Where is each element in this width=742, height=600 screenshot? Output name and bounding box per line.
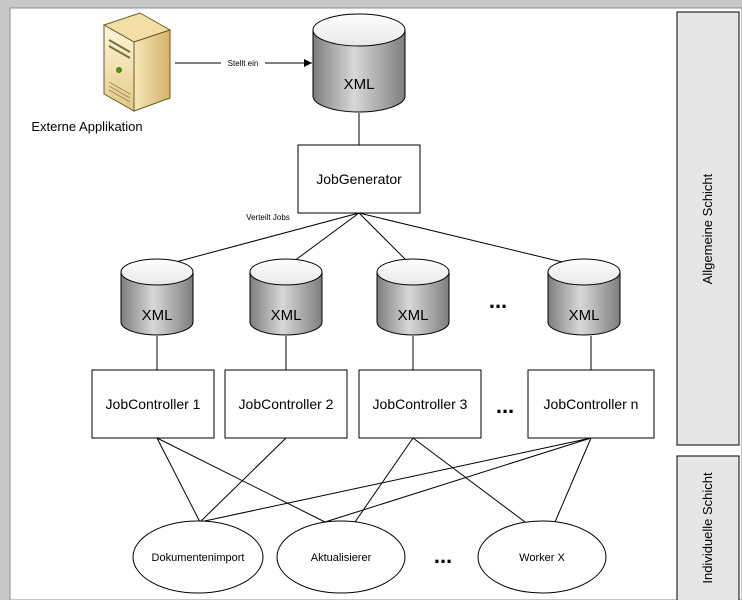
worker-x: Worker X xyxy=(477,520,607,594)
edge-gen-dbn xyxy=(358,212,584,268)
edge-label-stellt-ein: Stellt ein xyxy=(228,59,259,68)
job-controller-n: JobController n xyxy=(527,369,655,439)
external-app-label: Externe Applikation xyxy=(31,119,142,134)
worker-dokumentenimport-label: Dokumentenimport xyxy=(152,552,245,564)
layer-general: Allgemeine Schicht xyxy=(676,11,740,446)
edge-c2-w1 xyxy=(199,437,287,523)
edge-gen-db1 xyxy=(156,212,360,268)
ellipsis-workers: ... xyxy=(434,543,452,568)
controller-db-n: XML xyxy=(547,258,621,336)
edge-c1-w1 xyxy=(156,437,201,523)
layer-individual-label: Individuelle Schicht xyxy=(700,472,715,584)
worker-x-label: Worker X xyxy=(519,552,565,564)
controller-db-3: XML xyxy=(376,258,450,336)
controller-db-2-label: XML xyxy=(271,307,302,324)
layer-individual: Individuelle Schicht xyxy=(676,455,740,600)
job-controller-2: JobController 2 xyxy=(224,369,348,439)
worker-aktualisierer: Aktualisierer xyxy=(276,520,406,594)
edge-c1-w2 xyxy=(156,437,326,523)
job-controller-n-label: JobController n xyxy=(544,396,639,412)
edge-cn-w2 xyxy=(324,437,592,523)
job-controller-3: JobController 3 xyxy=(358,369,482,439)
top-xml-database: XML xyxy=(312,13,406,113)
connectors xyxy=(156,59,592,523)
job-controller-1-label: JobController 1 xyxy=(106,396,201,412)
ellipsis-controllers: ... xyxy=(496,393,514,418)
edge-c3-w2 xyxy=(354,437,414,523)
edge-cn-w1 xyxy=(199,437,592,523)
job-generator: JobGenerator xyxy=(297,144,421,214)
edge-gen-db2 xyxy=(285,212,360,268)
server-icon xyxy=(102,12,172,112)
controller-db-1-label: XML xyxy=(142,307,173,324)
top-xml-label: XML xyxy=(344,76,375,93)
job-controller-1: JobController 1 xyxy=(91,369,215,439)
worker-dokumentenimport: Dokumentenimport xyxy=(132,520,264,594)
controller-db-n-label: XML xyxy=(569,307,600,324)
edge-gen-db3 xyxy=(358,212,414,268)
worker-aktualisierer-label: Aktualisierer xyxy=(311,552,372,564)
edge-label-verteilt-jobs: Verteilt Jobs xyxy=(246,213,290,222)
job-generator-label: JobGenerator xyxy=(316,171,402,187)
job-controller-2-label: JobController 2 xyxy=(239,396,334,412)
ellipsis-dbs: ... xyxy=(489,288,507,313)
controller-db-1: XML xyxy=(120,258,194,336)
layer-general-label: Allgemeine Schicht xyxy=(700,173,715,284)
controller-db-2: XML xyxy=(249,258,323,336)
edge-cn-wx xyxy=(554,437,592,523)
job-controller-3-label: JobController 3 xyxy=(373,396,468,412)
edge-c3-wx xyxy=(412,437,526,523)
controller-db-3-label: XML xyxy=(398,307,429,324)
